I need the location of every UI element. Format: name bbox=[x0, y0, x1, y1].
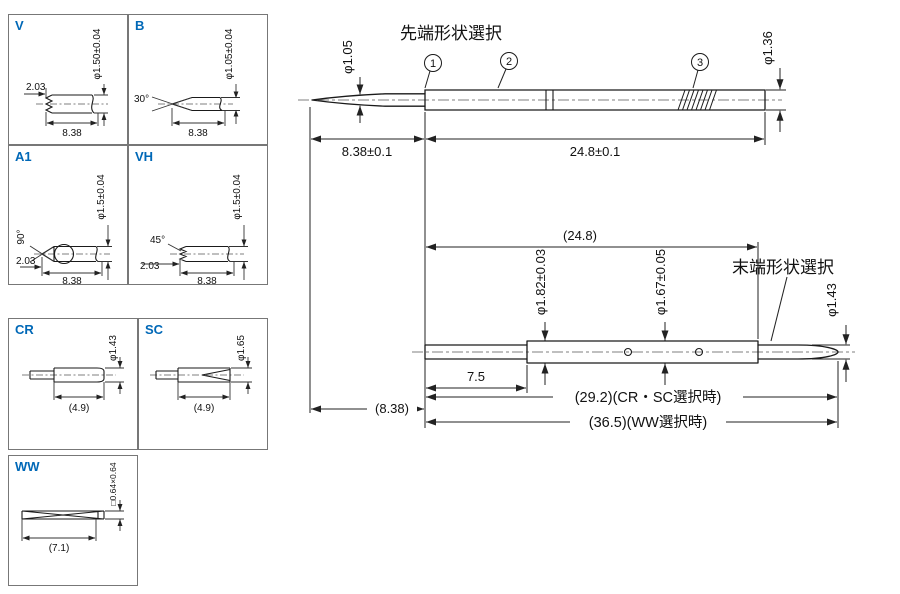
panel-tip-b: B bbox=[128, 14, 268, 145]
dim-front-length-text: 7.5 bbox=[467, 369, 485, 384]
dim-inner-diameter: φ1.67±0.05 bbox=[653, 249, 669, 385]
a1-dim-angle-text: 90° bbox=[16, 229, 27, 244]
panel-label-vh: VH bbox=[135, 149, 154, 164]
barrel-outline bbox=[424, 89, 766, 111]
cr-dim-length-text: (4.9) bbox=[69, 403, 90, 414]
v-dim-depth-text: 2.03 bbox=[26, 82, 46, 93]
callout-3-number: 3 bbox=[697, 57, 703, 69]
panel-label-b: B bbox=[135, 18, 145, 33]
vh-dim-depth-text: 2.03 bbox=[140, 261, 160, 272]
panel-end-ww: WW bbox=[8, 455, 138, 586]
dim-tip-diameter: φ1.05 bbox=[340, 40, 364, 123]
dim-totals: (29.2)(CR・SC選択時) (8.38) (36.5)(WW選択時) bbox=[311, 361, 839, 431]
dim-total-crsc-text: (29.2)(CR・SC選択時) bbox=[575, 389, 722, 406]
vh-dim-angle-text: 45° bbox=[150, 235, 165, 246]
dim-body-diameter-text: φ1.36 bbox=[760, 31, 775, 65]
dim-tip-diameter-text: φ1.05 bbox=[340, 40, 355, 74]
ww-dim-length-text: (7.1) bbox=[49, 543, 70, 554]
vh-dim-diameter-text: φ1.5±0.04 bbox=[232, 174, 243, 220]
panel-label-a1: A1 bbox=[15, 149, 32, 164]
sc-dim-length-text: (4.9) bbox=[194, 403, 215, 414]
dim-body-diameter: φ1.36 bbox=[760, 31, 786, 132]
a1-dim-depth-text: 2.03 bbox=[16, 256, 36, 267]
dim-bottom-body-length: (24.8) bbox=[426, 228, 759, 339]
v-dim-diameter-text: φ1.50±0.04 bbox=[92, 28, 103, 79]
panel-tip-a1: A1 bbox=[8, 145, 128, 285]
a1-drawing: 90° 2.03 φ1.5±0.04 8.38 bbox=[16, 174, 112, 287]
vh-drawing: 45° 2.03 φ1.5±0.04 8.38 bbox=[140, 174, 248, 287]
tip-shape-select-label: 先端形状選択 bbox=[400, 24, 502, 43]
sc-dim-diameter-text: φ1.65 bbox=[236, 335, 247, 361]
dim-end-diameter: φ1.43 bbox=[812, 283, 850, 382]
pin-top-view: 先端形状選択 1 2 3 φ1.05 bbox=[298, 24, 786, 428]
barrel-section-outline bbox=[526, 340, 759, 364]
front-section-outline bbox=[424, 344, 528, 360]
dim-front-length: 7.5 bbox=[426, 365, 528, 393]
callout-1: 1 bbox=[424, 54, 442, 89]
barrel-hole-1 bbox=[623, 347, 633, 357]
b-dim-diameter-text: φ1.05±0.04 bbox=[224, 28, 235, 79]
end-shape-select-label: 末端形状選択 bbox=[732, 258, 834, 277]
b-drawing: 30° φ1.05±0.04 8.38 bbox=[134, 28, 240, 139]
dim-top-lengths: 8.38±0.1 24.8±0.1 bbox=[309, 107, 766, 428]
callout-2: 2 bbox=[497, 52, 518, 89]
panel-end-cr: CR bbox=[8, 318, 138, 450]
cr-drawing: φ1.43 (4.9) bbox=[22, 335, 124, 414]
dim-bottom-body-length-text: (24.8) bbox=[563, 228, 597, 243]
panel-end-sc: SC bbox=[138, 318, 268, 450]
dim-barrel-diameter-text: φ1.82±0.03 bbox=[533, 249, 548, 315]
panel-label-sc: SC bbox=[145, 322, 164, 337]
a1-dim-diameter-text: φ1.5±0.04 bbox=[96, 174, 107, 220]
end-select-leader bbox=[770, 276, 788, 342]
knurl-hatch bbox=[677, 89, 717, 111]
panel-tip-v: V bbox=[8, 14, 128, 145]
callout-3: 3 bbox=[691, 53, 709, 89]
end-tip-outline bbox=[757, 344, 839, 360]
dim-tip-length-text: 8.38±0.1 bbox=[342, 144, 393, 159]
b-dim-length-text: 8.38 bbox=[188, 128, 208, 139]
vh-dim-length-text: 8.38 bbox=[197, 276, 217, 287]
callout-1-number: 1 bbox=[430, 58, 436, 70]
pin-bottom-view: 末端形状選択 (24.8) φ1.82±0.03 φ1.67±0.05 bbox=[311, 228, 855, 431]
v-dim-length-text: 8.38 bbox=[62, 128, 82, 139]
panel-label-ww: WW bbox=[15, 459, 40, 474]
panel-label-v: V bbox=[15, 18, 24, 33]
barrel-hole-2 bbox=[694, 347, 704, 357]
callout-2-number: 2 bbox=[506, 56, 512, 68]
v-drawing: 2.03 φ1.50±0.04 8.38 bbox=[24, 28, 108, 139]
b-dim-angle-text: 30° bbox=[134, 94, 149, 105]
panel-tip-vh: VH bbox=[128, 145, 268, 285]
dim-end-diameter-text: φ1.43 bbox=[824, 283, 839, 317]
cr-dim-diameter-text: φ1.43 bbox=[108, 335, 119, 361]
panel-label-cr: CR bbox=[15, 322, 34, 337]
dim-body-length-text: 24.8±0.1 bbox=[570, 144, 621, 159]
dim-barrel-diameter: φ1.82±0.03 bbox=[533, 249, 549, 385]
ww-drawing: □0.64×0.64 (7.1) bbox=[21, 462, 124, 554]
dim-inner-diameter-text: φ1.67±0.05 bbox=[653, 249, 668, 315]
dim-tip-ref-text: (8.38) bbox=[375, 401, 409, 416]
ww-dim-section-text: □0.64×0.64 bbox=[108, 462, 118, 505]
sc-drawing: φ1.65 (4.9) bbox=[150, 335, 252, 414]
a1-dim-length-text: 8.38 bbox=[62, 276, 82, 287]
tip-outline bbox=[311, 93, 426, 107]
dim-total-ww-text: (36.5)(WW選択時) bbox=[589, 414, 707, 431]
